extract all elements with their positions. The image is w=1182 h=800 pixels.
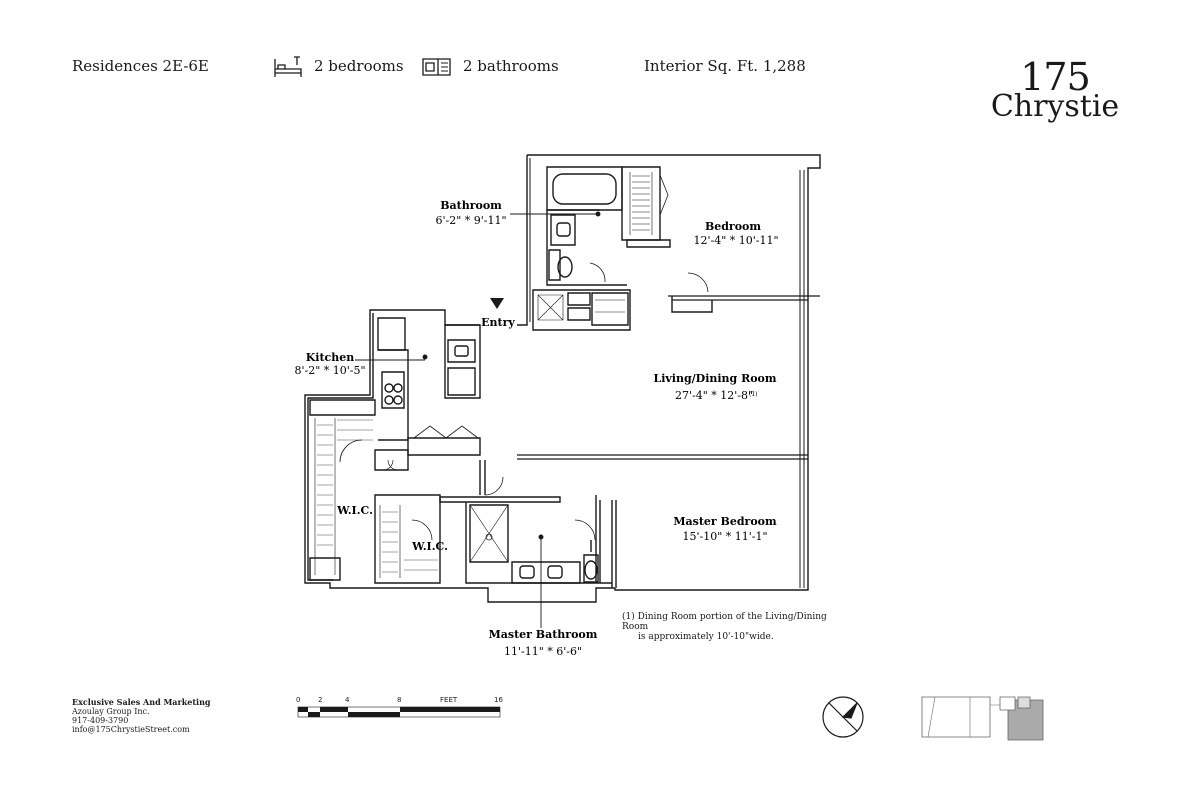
bathrooms-label: 2 bathrooms <box>463 57 559 75</box>
scale-tick-8: 8 <box>397 696 402 704</box>
interior-sqft-label: Interior Sq. Ft. 1,288 <box>644 57 806 75</box>
room-bedroom-dim: 12'-4" * 10'-11" <box>693 234 778 247</box>
logo-name: Chrystie <box>990 89 1120 124</box>
room-entry-name: Entry <box>481 316 515 329</box>
footnote-marker: (1) <box>622 612 635 622</box>
scale-unit: FEET <box>440 696 458 704</box>
scale-tick-2: 2 <box>318 696 323 704</box>
scale-tick-4: 4 <box>345 696 350 704</box>
building-logo: 175 Chrystie <box>990 58 1120 122</box>
key-plan-thumbnail <box>921 696 1044 741</box>
room-living-name: Living/Dining Room <box>653 372 776 385</box>
footnote-line1: Dining Room portion of the Living/Dining… <box>622 612 827 632</box>
room-master-bathroom-dim: 11'-11" * 6'-6" <box>504 645 582 658</box>
room-wic1-name: W.I.C. <box>336 504 373 517</box>
entry-marker-icon <box>490 298 504 309</box>
footnote-line2: is approximately 10'-10"wide. <box>638 632 774 642</box>
scale-bar <box>297 706 501 718</box>
residence-label: Residences 2E-6E <box>72 57 209 75</box>
contact-block: Exclusive Sales And Marketing Azoulay Gr… <box>72 697 211 735</box>
scale-tick-16: 16 <box>494 696 503 704</box>
room-living-dim: 27'-4" * 12'-8" <box>675 389 753 402</box>
room-kitchen-dim: 8'-2" * 10'-5" <box>294 364 365 377</box>
contact-line3: 917-409-3790 <box>72 716 129 725</box>
logo-number: 175 <box>1020 55 1091 99</box>
room-wic2-name: W.I.C. <box>411 540 448 553</box>
room-bedroom-name: Bedroom <box>705 220 761 233</box>
footnote: (1) Dining Room portion of the Living/Di… <box>622 612 852 642</box>
bed-icon <box>274 56 302 77</box>
outer-wall-north-west <box>517 155 528 326</box>
room-bathroom-name: Bathroom <box>440 199 502 212</box>
room-master-bathroom-name: Master Bathroom <box>489 628 598 641</box>
room-bathroom-dim: 6'-2" * 9'-11" <box>435 214 506 227</box>
north-compass-icon <box>822 696 864 738</box>
outer-wall-east <box>527 154 821 591</box>
room-master-bedroom-name: Master Bedroom <box>673 515 777 528</box>
contact-line4[interactable]: info@175ChrystieStreet.com <box>72 725 190 734</box>
contact-line1: Exclusive Sales And Marketing <box>72 697 211 707</box>
room-kitchen-name: Kitchen <box>306 351 355 364</box>
bedrooms-label: 2 bedrooms <box>314 57 404 75</box>
bathtub-icon <box>422 58 451 76</box>
contact-line2: Azoulay Group Inc. <box>72 707 150 716</box>
room-living-footnote-marker: (1) <box>749 391 758 398</box>
double-vanity <box>511 561 581 584</box>
room-master-bedroom-dim: 15'-10" * 11'-1" <box>682 530 767 543</box>
scale-tick-0: 0 <box>296 696 301 704</box>
